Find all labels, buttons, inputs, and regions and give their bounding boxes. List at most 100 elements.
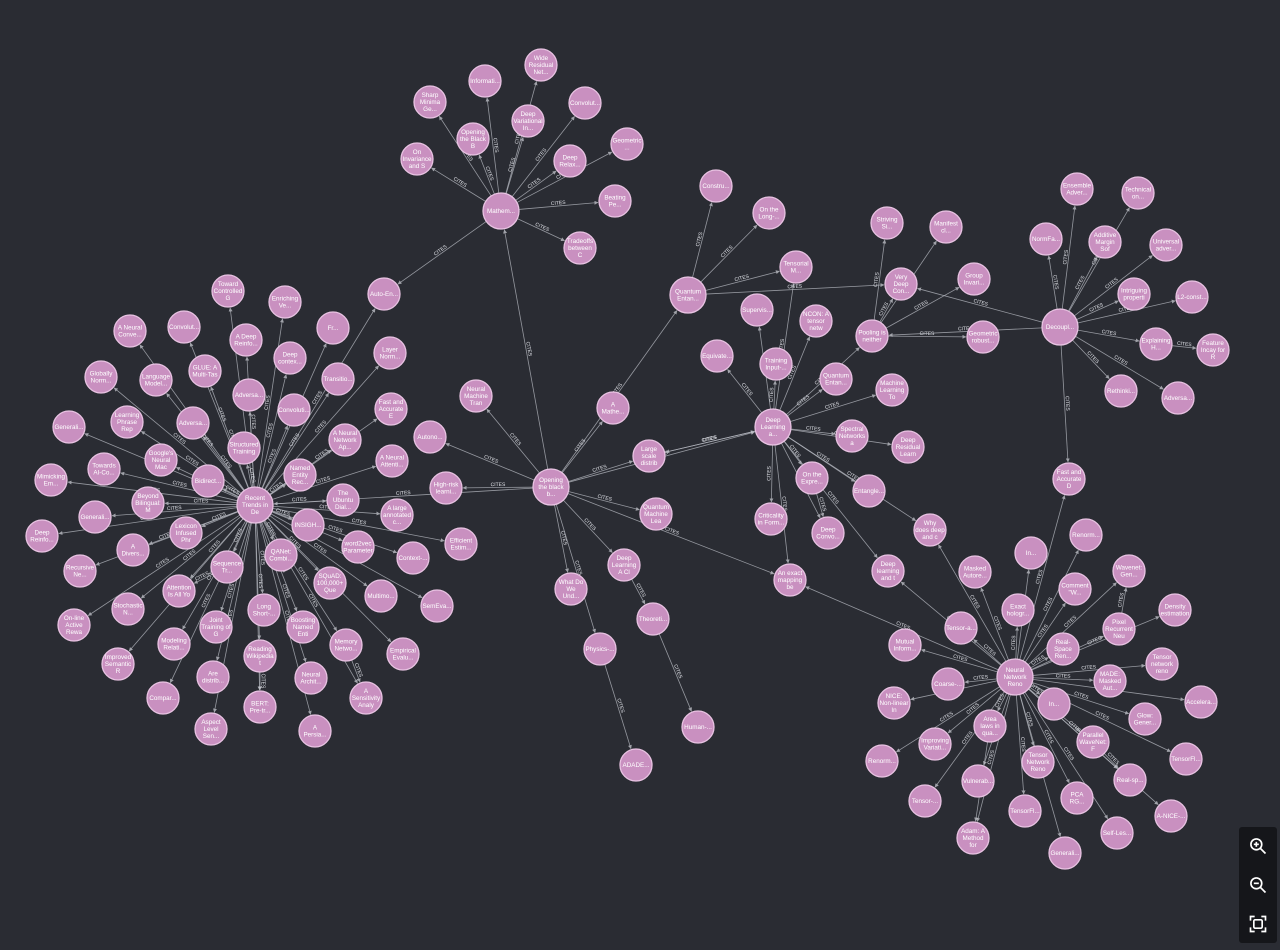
node-technical[interactable]: Technicalon... [1121, 176, 1155, 210]
node-circle[interactable] [1069, 518, 1103, 552]
node-towardsaico[interactable]: TowardsAI-Co... [87, 452, 121, 486]
node-circle[interactable] [139, 363, 173, 397]
node-convolut3[interactable]: Convoluti... [277, 393, 311, 427]
node-circle[interactable] [553, 144, 587, 178]
node-circle[interactable] [779, 250, 813, 284]
node-circle[interactable] [957, 262, 991, 296]
node-ubuntu[interactable]: TheUbuntuDial... [326, 483, 360, 517]
node-geometric1[interactable]: Geometric... [610, 127, 644, 161]
node-circle[interactable] [1161, 381, 1195, 415]
node-equivate[interactable]: Equivate... [700, 339, 734, 373]
node-circle[interactable] [1014, 536, 1048, 570]
node-adversa3[interactable]: Adversa... [1161, 381, 1195, 415]
node-circle[interactable] [966, 320, 1000, 354]
node-circle[interactable] [619, 748, 653, 782]
node-circle[interactable] [264, 538, 298, 572]
node-circle[interactable] [1100, 816, 1134, 850]
node-circle[interactable] [413, 85, 447, 119]
zoom-in-button[interactable] [1243, 831, 1273, 861]
node-sharpmin[interactable]: SharpMinimaGe... [413, 85, 447, 119]
node-coarse[interactable]: Coarse-... [931, 667, 965, 701]
node-squad[interactable]: SQuAD:100,000+Que [313, 566, 347, 600]
node-circle[interactable] [795, 461, 829, 495]
node-circle[interactable] [1149, 228, 1183, 262]
node-circle[interactable] [740, 293, 774, 327]
node-highrisk[interactable]: High-risklearni... [429, 471, 463, 505]
node-memorynetwo[interactable]: MemoryNetwo... [329, 628, 363, 662]
node-circle[interactable] [1088, 225, 1122, 259]
node-aneuralconve[interactable]: A NeuralConve... [113, 314, 147, 348]
node-circle[interactable] [162, 574, 196, 608]
node-circle[interactable] [1048, 836, 1082, 870]
node-namedentityrec[interactable]: NamedEntityRec... [283, 458, 317, 492]
node-circle[interactable] [913, 513, 947, 547]
node-groupinvari[interactable]: GroupInvari... [957, 262, 991, 296]
node-decoupl[interactable]: Decoupl... [1041, 308, 1079, 346]
node-tensorfl1[interactable]: TensorFl... [1169, 742, 1203, 776]
node-circle[interactable] [229, 323, 263, 357]
node-maskedauto[interactable]: MaskedAutore... [958, 555, 992, 589]
node-circle[interactable] [958, 555, 992, 589]
node-circle[interactable] [386, 637, 420, 671]
node-circle[interactable] [875, 373, 909, 407]
node-circle[interactable] [326, 483, 360, 517]
node-circle[interactable] [1121, 176, 1155, 210]
node-normfa[interactable]: NormFa... [1029, 222, 1063, 256]
node-circle[interactable] [396, 541, 430, 575]
node-circle[interactable] [243, 690, 277, 724]
node-circle[interactable] [554, 572, 588, 606]
node-longshort[interactable]: LongShort-... [247, 593, 281, 627]
node-adivers[interactable]: ADivers... [116, 533, 150, 567]
node-circle[interactable] [524, 48, 558, 82]
node-circle[interactable] [996, 658, 1034, 696]
node-deepcontext[interactable]: Deepcontex... [273, 341, 307, 375]
node-circle[interactable] [511, 104, 545, 138]
node-rethinki[interactable]: Rethinki... [1104, 374, 1138, 408]
node-compar[interactable]: Compar... [146, 681, 180, 715]
node-strivingsi[interactable]: StrivingSi... [870, 206, 904, 240]
node-circle[interactable] [131, 486, 165, 520]
node-circle[interactable] [400, 142, 434, 176]
node-circle[interactable] [944, 611, 978, 645]
node-tensor2[interactable]: Tensor-... [908, 784, 942, 818]
node-circle[interactable] [1052, 462, 1086, 496]
node-constru[interactable]: Constru... [699, 169, 733, 203]
node-circle[interactable] [273, 341, 307, 375]
node-circle[interactable] [1060, 781, 1094, 815]
node-enriching[interactable]: EnrichingVe... [268, 285, 302, 319]
node-circle[interactable] [243, 639, 277, 673]
node-whatdo[interactable]: What DoWeUnd... [554, 572, 588, 606]
node-circle[interactable] [247, 593, 281, 627]
node-circle[interactable] [236, 486, 274, 524]
node-deepvar[interactable]: DeepVariationalIn... [511, 104, 545, 138]
node-circle[interactable] [754, 408, 792, 446]
node-fr[interactable]: Fr... [316, 311, 350, 345]
node-realspace[interactable]: Real-SpaceRen... [1046, 632, 1080, 666]
node-selfles[interactable]: Self-Les... [1100, 816, 1134, 850]
node-circle[interactable] [199, 610, 233, 644]
node-circle[interactable] [973, 709, 1007, 743]
node-ensemble[interactable]: EnsembleAdver... [1060, 172, 1094, 206]
node-verydeep[interactable]: VeryDeepCon... [884, 267, 918, 301]
node-bidirect[interactable]: Bidirect... [191, 464, 225, 498]
node-circle[interactable] [1184, 685, 1218, 719]
node-adversa2[interactable]: Adversa... [176, 406, 210, 440]
node-insigh[interactable]: INSIGH... [291, 508, 325, 542]
node-circle[interactable] [375, 444, 409, 478]
node-tensora[interactable]: Tensor-a... [944, 611, 978, 645]
node-autoen[interactable]: Auto-En... [367, 277, 401, 311]
node-glow[interactable]: Glow:Gener... [1128, 702, 1162, 736]
node-circle[interactable] [25, 519, 59, 553]
node-circle[interactable] [1029, 222, 1063, 256]
node-circle[interactable] [146, 681, 180, 715]
